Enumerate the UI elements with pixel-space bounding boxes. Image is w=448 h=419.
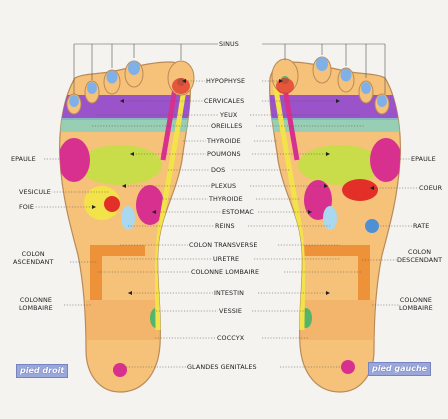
- label-left-foie: FOIE: [18, 203, 35, 211]
- label-left-vesicule: VESICULE: [18, 188, 52, 196]
- left-lungs-zone: [298, 145, 382, 185]
- label-right-epaule: EPAULE: [410, 155, 437, 163]
- label-colonne-lombaire: COLONNE LOMBAIRE: [190, 268, 260, 276]
- label-dos: DOS: [210, 166, 226, 174]
- left-kidney-zone: [323, 206, 337, 230]
- label-left-epaule: EPAULE: [10, 155, 37, 163]
- left-shoulder-zone: [370, 138, 402, 182]
- right-gallbladder-zone: [104, 196, 120, 212]
- label-left-colonne-lombaire: COLONNE LOMBAIRE: [18, 296, 54, 312]
- right-shoulder-zone: [58, 138, 90, 182]
- tag-pied-gauche: pied gauche: [368, 362, 431, 376]
- right-genital-zone: [113, 363, 127, 377]
- label-right-colonne-lombaire: COLONNE LOMBAIRE: [398, 296, 434, 312]
- label-oreilles: OREILLES: [210, 122, 243, 130]
- label-colon-transverse: COLON TRANSVERSE: [188, 241, 259, 249]
- label-coccyx: COCCYX: [216, 334, 245, 342]
- label-hypophyse: HYPOPHYSE: [205, 77, 246, 85]
- label-right-coeur: COEUR: [418, 184, 443, 192]
- label-cervicales: CERVICALES: [203, 97, 245, 105]
- label-poumons: POUMONS: [206, 150, 242, 158]
- label-thyroide-2: THYROIDE: [208, 195, 244, 203]
- label-vessie: VESSIE: [218, 307, 243, 315]
- label-left-colon-ascendant: COLON ASCENDANT: [12, 250, 54, 266]
- right-foot: [58, 61, 194, 392]
- left-genital-zone: [341, 360, 355, 374]
- label-right-colon-descendant: COLON DESCENDANT: [396, 248, 443, 264]
- label-reins: REINS: [214, 222, 236, 230]
- right-kidney-zone: [121, 206, 135, 230]
- label-right-rate: RATE: [412, 222, 430, 230]
- right-intestine-zone: [86, 300, 160, 340]
- label-yeux: YEUX: [219, 111, 238, 119]
- label-uretre: URETRE: [212, 255, 240, 263]
- label-intestin: INTESTIN: [213, 289, 245, 297]
- left-foot: [270, 57, 402, 392]
- label-estomac: ESTOMAC: [221, 208, 255, 216]
- label-glandes-genitales: GLANDES GENITALES: [186, 363, 258, 371]
- label-plexus: PLEXUS: [210, 182, 237, 190]
- right-lungs-zone: [78, 145, 162, 185]
- left-spleen-zone: [365, 219, 379, 233]
- label-thyroide: THYROIDE: [206, 137, 242, 145]
- left-heart-zone: [342, 179, 378, 201]
- label-sinus: SINUS: [218, 40, 240, 48]
- tag-pied-droit: pied droit: [16, 364, 68, 378]
